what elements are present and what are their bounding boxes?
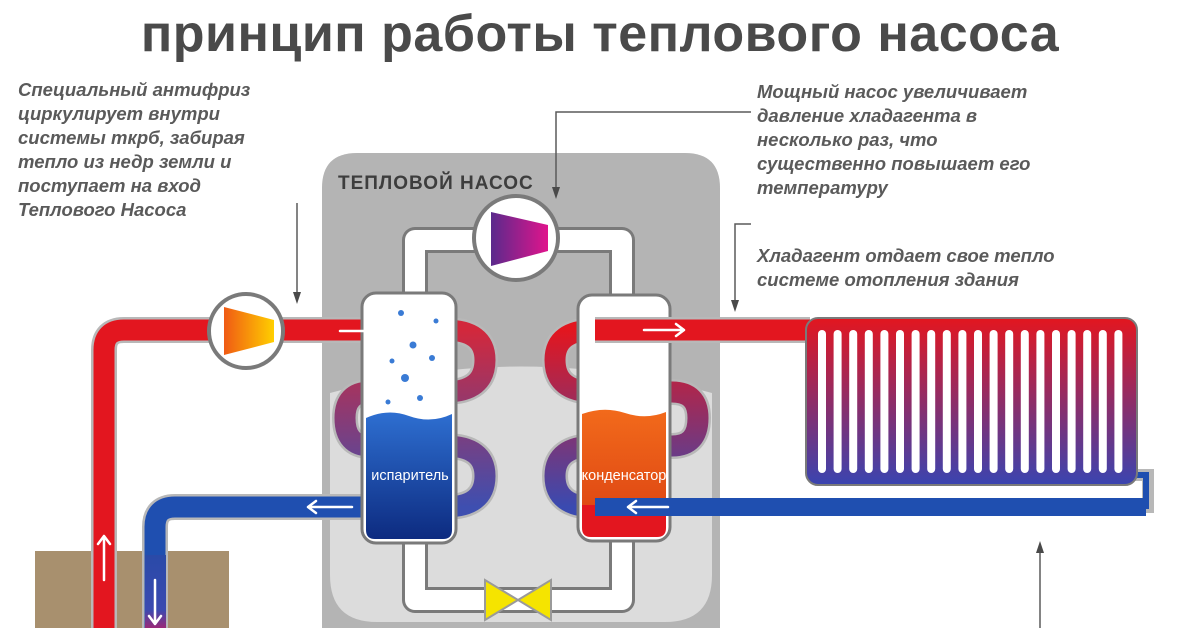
evaporator-label: испаритель (371, 468, 449, 484)
antifreeze-note-line: Теплового Насоса (18, 199, 187, 220)
refrigerant-note: Хладагент отдает свое тепло системе отопл… (757, 244, 1055, 292)
compressor-note: Мощный насос увеличивает давление хладаге… (757, 80, 1030, 200)
radiator-fin (896, 330, 904, 473)
compressor-icon (472, 194, 560, 282)
heat-pump-label: ТЕПЛОВОЙ НАСОС (338, 173, 534, 194)
flow-arrows (96, 322, 686, 626)
radiator-fin (911, 330, 920, 473)
compressor-note-line: Мощный насос увеличивает (757, 81, 1028, 102)
refrigerant-note-line: системе отопления здания (757, 269, 1019, 290)
callout-lines (293, 111, 1044, 628)
radiator-fin (1052, 330, 1060, 473)
expansion-valve-icon (484, 578, 552, 622)
circulation-pump-icon (207, 292, 285, 370)
radiator-fin (1036, 330, 1045, 473)
arrow-down-ground (147, 578, 163, 626)
page-title: принцип работы теплового насоса (140, 5, 1060, 63)
arrow-right-heating (642, 322, 686, 338)
radiator-fin (1067, 330, 1076, 473)
ground-loop-pipes (91, 317, 445, 628)
heating-circuit-pipes (595, 317, 1154, 516)
radiator-fin (1114, 330, 1123, 473)
antifreeze-note-line: поступает на вход (18, 175, 201, 196)
radiator-fin (927, 330, 936, 473)
radiator-fin (1083, 330, 1092, 473)
radiator-fin (818, 330, 826, 473)
radiator-fin (958, 330, 967, 473)
radiator-fin (974, 330, 982, 473)
antifreeze-note-line: системы ткрб, забирая (18, 127, 245, 148)
compressor-note-line: давление хладагента в (757, 105, 978, 126)
compressor-note-line: существенно повышает его (757, 153, 1031, 174)
radiator-fin (864, 330, 873, 473)
radiator-fin (1005, 330, 1014, 473)
radiator-fin (849, 330, 858, 473)
antifreeze-note-line: тепло из недр земли и (18, 151, 232, 172)
arrow-left-heating-return (626, 499, 670, 515)
antifreeze-note-line: Специальный антифриз (18, 79, 251, 100)
evaporator-coil (331, 317, 499, 520)
antifreeze-note-line: циркулирует внутри (18, 103, 220, 124)
radiator (805, 317, 1138, 486)
antifreeze-note: Специальный антифриз циркулирует внутри си… (18, 78, 250, 222)
evaporator-vessel (360, 291, 458, 545)
arrow-left-return (306, 499, 354, 515)
ground-block (35, 551, 229, 628)
condenser-coil (541, 317, 712, 520)
arrow-right-supply (338, 323, 386, 339)
radiator-fin (833, 330, 842, 473)
arrow-up-ground (96, 534, 112, 582)
radiator-fin (1020, 330, 1029, 473)
compressor-note-line: температуру (757, 177, 888, 198)
radiator-fin (942, 330, 951, 473)
bubbles (385, 310, 439, 405)
condenser-label: конденсатор (581, 468, 667, 484)
refrigerant-note-line: Хладагент отдает свое тепло (757, 245, 1055, 266)
compressor-note-line: несколько раз, что (757, 129, 938, 150)
radiator-fin (880, 330, 889, 473)
radiator-fin (989, 330, 998, 473)
radiator-fin (1098, 330, 1107, 473)
